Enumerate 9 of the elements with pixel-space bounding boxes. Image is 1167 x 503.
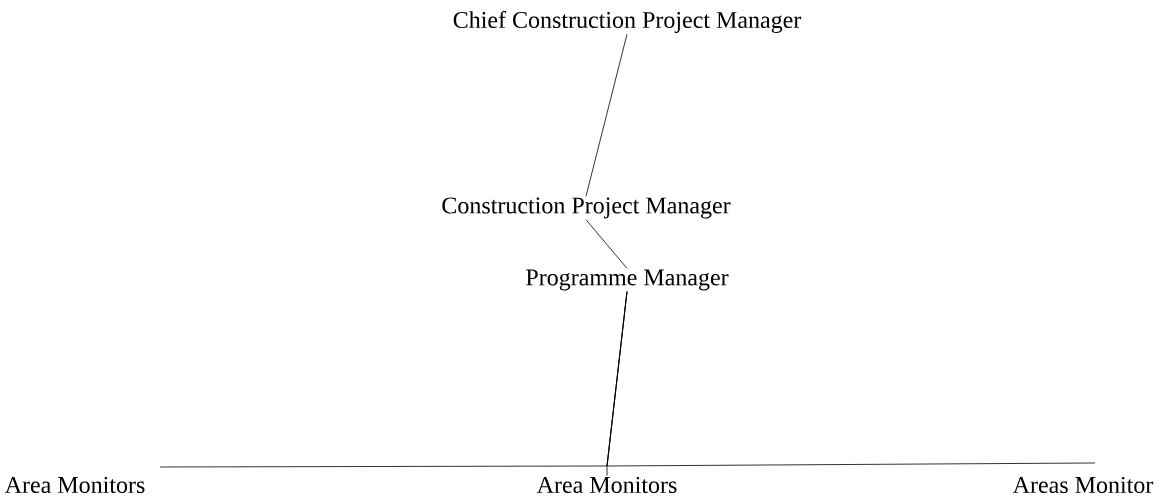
connector-line (585, 33, 628, 197)
title-text: Construction Project Manager (442, 197, 731, 219)
connector-line (606, 291, 1096, 467)
title-text: Chief Construction Project Manager (453, 10, 802, 34)
title-text: Area Monitors (4, 476, 145, 494)
title-text: Programme Manager (526, 269, 729, 291)
title-text: Areas Monitor (1012, 476, 1154, 494)
title-text: Area Monitors (536, 476, 677, 494)
connector-line (585, 219, 628, 269)
